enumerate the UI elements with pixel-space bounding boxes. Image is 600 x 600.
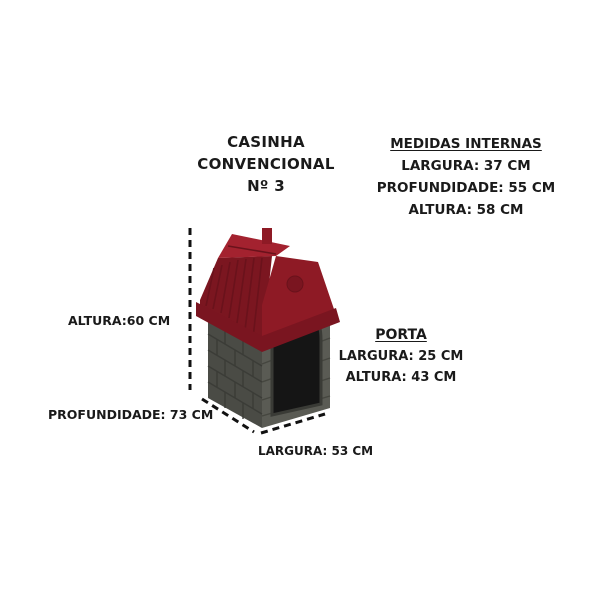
internal-height: ALTURA: 58 CM <box>408 202 524 218</box>
depth-dimension-line <box>201 397 255 434</box>
door-height: ALTURA: 43 CM <box>345 370 457 385</box>
external-width-label: LARGURA: 53 CM <box>258 444 374 458</box>
roof-chimney <box>262 228 272 244</box>
internal-depth: PROFUNDIDADE: 55 CM <box>376 180 556 196</box>
left-wall <box>208 318 262 428</box>
door-measures: PORTA LARGURA: 25 CM ALTURA: 43 CM <box>336 325 466 388</box>
external-depth-label: PROFUNDIDADE: 73 CM <box>48 407 214 422</box>
paw-emblem-icon <box>286 275 304 293</box>
internal-measures: MEDIDAS INTERNAS LARGURA: 37 CM PROFUNDI… <box>366 133 566 221</box>
product-title-line-3: Nº 3 <box>247 177 285 195</box>
internal-width: LARGURA: 37 CM <box>401 158 531 174</box>
product-title-line-2: CONVENCIONAL <box>197 155 335 173</box>
roof-eave <box>196 302 340 352</box>
external-height-label: ALTURA:60 CM <box>68 313 171 328</box>
product-title: CASINHA CONVENCIONAL Nº 3 <box>190 131 342 197</box>
door-measures-header: PORTA <box>375 327 427 343</box>
door-width: LARGURA: 25 CM <box>338 349 464 364</box>
roof-top-ridge <box>218 234 290 258</box>
roof-ribs <box>205 245 277 339</box>
internal-measures-header: MEDIDAS INTERNAS <box>390 136 542 152</box>
product-title-line-1: CASINHA <box>227 133 305 151</box>
roof-front-face <box>262 256 336 350</box>
